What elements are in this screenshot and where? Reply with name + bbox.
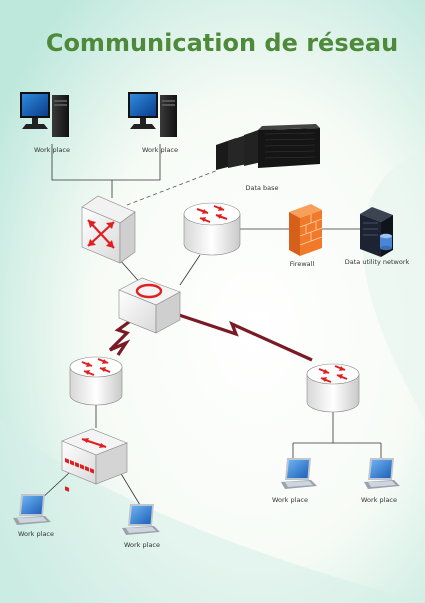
- access-switch-icon: [61, 428, 128, 492]
- database-label: Data base: [245, 184, 278, 192]
- laptop-icon: [13, 494, 51, 525]
- router-right-to-laptops-line: [292, 409, 382, 458]
- laptop-icon: [364, 458, 400, 489]
- diagram-title: Communication de réseau: [46, 29, 398, 57]
- switch-to-laptop-left-2-line: [119, 471, 141, 506]
- workplace-label: Work place: [18, 530, 54, 538]
- desktop-computer-icon: [20, 92, 69, 137]
- database-server-icon: [216, 124, 320, 170]
- workplace-label: Work place: [361, 496, 397, 504]
- wan-link-left: [108, 312, 141, 356]
- desktop-computer-icon: [128, 92, 177, 137]
- switch-icon: [81, 195, 136, 264]
- firewall-label: Firewall: [290, 260, 315, 268]
- server-icon: [360, 207, 393, 257]
- switch-to-laptop-left-1-line: [39, 471, 71, 501]
- background-swirl: [0, 420, 425, 603]
- hub-icon: [118, 277, 181, 334]
- workplace-label: Work place: [142, 146, 178, 154]
- workplace-label: Work place: [124, 541, 160, 549]
- router-icon: [306, 363, 360, 413]
- workplace-label: Work place: [34, 146, 70, 154]
- firewall-icon: [289, 204, 323, 256]
- workplace-label: Work place: [272, 496, 308, 504]
- workplace-bus-line: [51, 144, 161, 181]
- connections: [39, 144, 382, 506]
- wan-link-right: [175, 312, 313, 362]
- data-utility-label: Data utility network: [345, 258, 410, 266]
- switch-to-database-dashed-line: [126, 169, 219, 206]
- laptop-icon: [122, 504, 160, 535]
- database-cylinder-icon: [380, 233, 392, 251]
- router-icon: [69, 356, 123, 406]
- router-icon: [183, 202, 241, 256]
- laptop-icon: [281, 458, 317, 489]
- router-to-hub-line: [179, 254, 201, 286]
